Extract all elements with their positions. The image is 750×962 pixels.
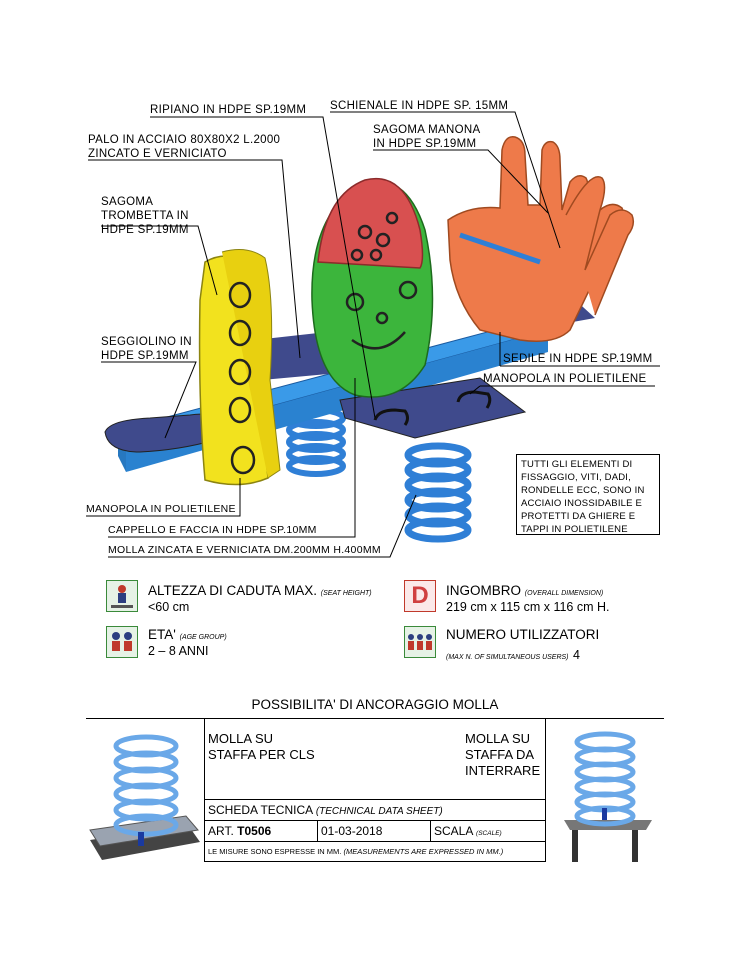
note-line: ACCIAIO INOSSIDABILE E bbox=[521, 498, 643, 509]
art-label: ART. bbox=[208, 824, 234, 838]
users-value: 4 bbox=[572, 648, 580, 662]
spring-left bbox=[286, 407, 346, 477]
table-rule-3 bbox=[204, 841, 545, 842]
label-molla: MOLLA ZINCATA E VERNICIATA DM.200MM H.40… bbox=[108, 544, 381, 556]
art-code: T0506 bbox=[237, 824, 272, 838]
note-line: RONDELLE ECC, SONO IN bbox=[521, 485, 645, 496]
note-line: PROTETTI DA GHIERE E bbox=[521, 511, 636, 522]
label-cappello: CAPPELLO E FACCIA IN HDPE SP.10MM bbox=[108, 524, 317, 536]
option-ground: MOLLA SU STAFFA DA INTERRARE bbox=[465, 731, 540, 779]
dimension-sub: (OVERALL DIMENSION) bbox=[524, 590, 604, 597]
hand-shape bbox=[447, 136, 625, 342]
label-sedile: SEDILE IN HDPE SP.19MM bbox=[503, 353, 653, 365]
spring-concrete-image bbox=[88, 730, 200, 862]
users-sub: (MAX N. OF SIMULTANEOUS USERS) bbox=[446, 654, 569, 661]
option-concrete-line: STAFFA PER CLS bbox=[208, 747, 315, 762]
table-col-rule-2 bbox=[430, 820, 431, 841]
label-manopola-left: MANOPOLA IN POLIETILENE bbox=[86, 503, 236, 515]
table-left-rule bbox=[204, 718, 205, 862]
spring-ground-image bbox=[560, 730, 656, 864]
sheet-title-text: SCHEDA TECNICA bbox=[208, 803, 313, 817]
table-rule-2 bbox=[204, 820, 545, 821]
label-palo-2: ZINCATO E VERNICIATO bbox=[88, 148, 227, 160]
age-sub: (AGE GROUP) bbox=[179, 634, 227, 641]
note-line: TAPPI IN POLIETILENE bbox=[521, 524, 628, 535]
label-manopola-right: MANOPOLA IN POLIETILENE bbox=[483, 373, 647, 385]
scale-en: (SCALE) bbox=[476, 830, 502, 837]
option-concrete: MOLLA SU STAFFA PER CLS bbox=[208, 731, 315, 763]
art-cell: ART. T0506 bbox=[208, 824, 271, 838]
label-seggiolino-1: SEGGIOLINO IN bbox=[101, 336, 192, 348]
label-seggiolino-2: HDPE SP.19MM bbox=[101, 350, 189, 362]
age-title-text: ETA' bbox=[148, 627, 176, 642]
scale-cell: SCALA (SCALE) bbox=[434, 824, 502, 838]
label-sagoma-manona-2: IN HDPE SP.19MM bbox=[373, 138, 477, 150]
table-rule-4 bbox=[204, 861, 545, 862]
users-icon bbox=[404, 626, 436, 658]
option-ground-line: INTERRARE bbox=[465, 763, 541, 778]
fall-height-icon bbox=[106, 580, 138, 612]
note-line: FISSAGGIO, VITI, DADI, bbox=[521, 472, 631, 483]
dimension-title: INGOMBRO (OVERALL DIMENSION) bbox=[446, 583, 603, 598]
users-title: NUMERO UTILIZZATORI bbox=[446, 627, 600, 642]
label-sagoma-manona-1: SAGOMA MANONA bbox=[373, 124, 481, 136]
label-trombetta-2: TROMBETTA IN bbox=[101, 210, 189, 222]
option-concrete-line: MOLLA SU bbox=[208, 731, 274, 746]
product-illustration bbox=[86, 111, 660, 558]
measures-en: (MEASUREMENTS ARE EXPRESSED IN MM.) bbox=[343, 847, 504, 856]
option-ground-line: STAFFA DA bbox=[465, 747, 535, 762]
spring-right bbox=[404, 442, 472, 543]
dimension-title-text: INGOMBRO bbox=[446, 583, 522, 598]
note-line: TUTTI GLI ELEMENTI DI bbox=[521, 459, 633, 470]
scale-label: SCALA bbox=[434, 824, 473, 838]
measures-text: LE MISURE SONO ESPRESSE IN MM. bbox=[208, 847, 342, 856]
table-rule-1 bbox=[204, 799, 545, 800]
label-ripiano: RIPIANO IN HDPE SP.19MM bbox=[150, 104, 307, 116]
anchoring-title: POSSIBILITA' DI ANCORAGGIO MOLLA bbox=[251, 697, 499, 712]
age-group-icon bbox=[106, 626, 138, 658]
dimension-icon: D bbox=[404, 580, 436, 612]
measures-note: LE MISURE SONO ESPRESSE IN MM. (MEASUREM… bbox=[208, 847, 503, 856]
date-cell: 01-03-2018 bbox=[321, 824, 383, 838]
sheet-title: SCHEDA TECNICA (TECHNICAL DATA SHEET) bbox=[208, 803, 443, 817]
table-col-rule-1 bbox=[317, 820, 318, 841]
label-trombetta-3: HDPE SP.19MM bbox=[101, 224, 189, 236]
dimension-value: 219 cm x 115 cm x 116 cm H. bbox=[446, 600, 610, 614]
sheet-title-en: (TECHNICAL DATA SHEET) bbox=[315, 806, 443, 817]
label-trombetta-1: SAGOMA bbox=[101, 196, 154, 208]
age-value: 2 – 8 ANNI bbox=[148, 644, 209, 658]
dimension-icon-letter: D bbox=[411, 582, 429, 609]
fall-height-title: ALTEZZA DI CADUTA MAX. (SEAT HEIGHT) bbox=[148, 583, 372, 598]
users-row: (MAX N. OF SIMULTANEOUS USERS) 4 bbox=[446, 646, 580, 664]
fixings-note: TUTTI GLI ELEMENTI DI FISSAGGIO, VITI, D… bbox=[516, 454, 660, 535]
fall-height-value: <60 cm bbox=[148, 600, 190, 614]
age-title: ETA' (AGE GROUP) bbox=[148, 627, 227, 642]
option-ground-line: MOLLA SU bbox=[465, 731, 531, 746]
egg-cap bbox=[317, 177, 424, 269]
label-palo-1: PALO IN ACCIAIO 80X80X2 L.2000 bbox=[88, 134, 281, 146]
table-right-rule bbox=[545, 718, 546, 862]
fall-height-sub: (SEAT HEIGHT) bbox=[320, 590, 372, 597]
fall-height-title-text: ALTEZZA DI CADUTA MAX. bbox=[148, 583, 318, 598]
label-schienale: SCHIENALE IN HDPE SP. 15MM bbox=[330, 100, 509, 112]
table-top-rule bbox=[86, 718, 664, 719]
